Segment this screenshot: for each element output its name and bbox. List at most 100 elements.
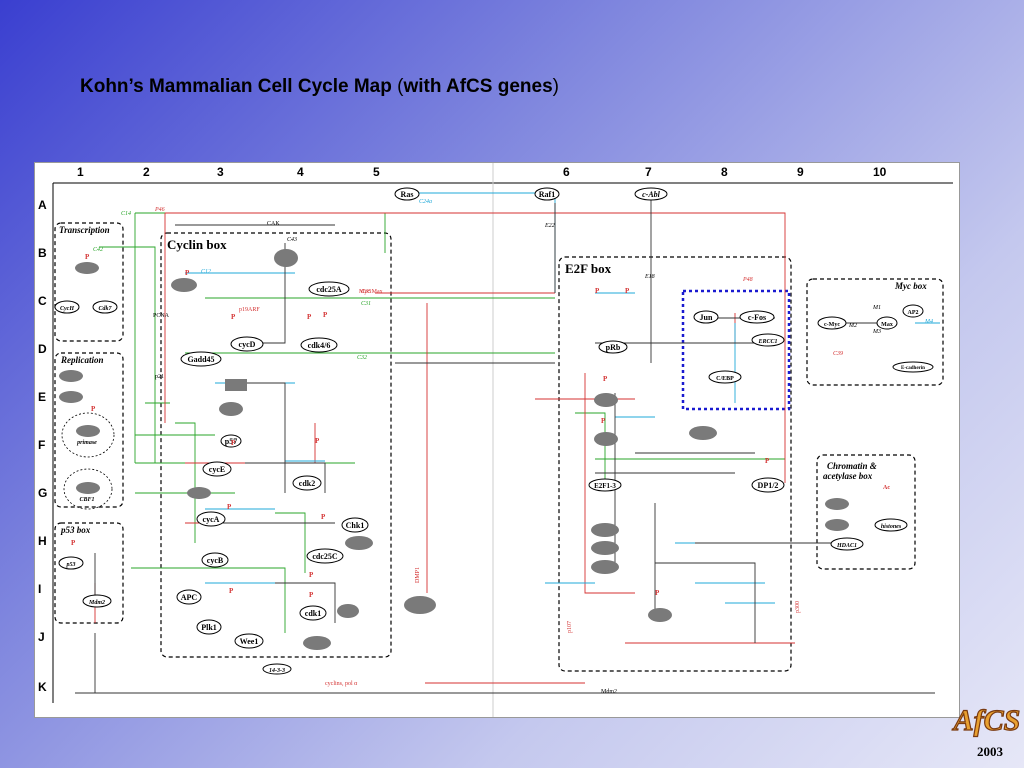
row-j: J <box>38 630 45 644</box>
svg-text:P: P <box>625 287 630 295</box>
node-ap2: AP2 <box>908 310 919 316</box>
node-raf1: Raf1 <box>539 190 555 199</box>
node-p57: p57 <box>225 437 237 446</box>
node-max: Max <box>881 322 893 328</box>
row-i: I <box>38 582 41 596</box>
label-p21: p21 <box>155 374 164 380</box>
p53box-title: p53 box <box>60 525 91 535</box>
label-p19arf: p19ARF <box>239 307 260 313</box>
node-cabl: c-Abl <box>642 190 661 199</box>
node-mdm2: Mdm2 <box>88 600 105 606</box>
node-wee1: Wee1 <box>240 637 259 646</box>
col-10: 10 <box>873 165 887 179</box>
node-cyca: cycA <box>203 515 220 524</box>
svg-text:P: P <box>91 405 96 413</box>
svg-text:P: P <box>321 513 326 521</box>
label-m1: M1 <box>872 305 881 311</box>
col-7: 7 <box>645 165 652 179</box>
label-c42: C42 <box>93 246 103 253</box>
svg-text:P: P <box>309 571 314 579</box>
label-c12: C12 <box>201 269 211 275</box>
label-mycmax: Myc:Max <box>359 289 383 295</box>
node-cycb: cycB <box>207 556 224 565</box>
label-p48: P48 <box>742 276 753 283</box>
label-c14: C14 <box>121 210 131 217</box>
svg-text:P: P <box>601 417 606 425</box>
col-5: 5 <box>373 165 380 179</box>
node-chk1: Chk1 <box>346 521 365 530</box>
label-e22: E22 <box>544 223 555 229</box>
col-2: 2 <box>143 165 150 179</box>
label-c31: C31 <box>361 301 371 307</box>
row-a: A <box>38 198 47 212</box>
title-bold: with AfCS genes <box>403 76 553 97</box>
afcs-logo: AfCS <box>951 703 1021 737</box>
slide-title: Kohn’s Mammalian Cell Cycle Map (with Af… <box>80 76 559 98</box>
node-ercc1: ERCC1 <box>757 339 777 345</box>
node-cdk2: cdk2 <box>299 479 315 488</box>
svg-text:P: P <box>229 587 234 595</box>
svg-text:P: P <box>231 313 236 321</box>
col-9: 9 <box>797 165 804 179</box>
label-c24a: C24a <box>419 198 432 205</box>
svg-text:P: P <box>765 457 770 465</box>
label-c39: C39 <box>833 351 843 357</box>
node-dp12: DP1/2 <box>758 481 779 490</box>
node-primase: primase <box>76 440 97 446</box>
svg-text:P: P <box>309 591 314 599</box>
e2f-title: E2F box <box>565 261 612 276</box>
label-m4: M4 <box>924 318 933 325</box>
svg-text:P: P <box>71 539 76 547</box>
label-c32: C32 <box>357 355 367 361</box>
row-d: D <box>38 342 47 356</box>
node-histones: histones <box>881 524 902 530</box>
label-p107: p107 <box>567 621 573 633</box>
label-cyclins-pol: cyclins, pol α <box>325 681 358 687</box>
label-m3: M3 <box>872 329 881 335</box>
chromatin-title-2: acetylase box <box>823 471 873 481</box>
chromatin-box <box>816 454 916 570</box>
label-cak: CAK <box>267 221 280 227</box>
col-1: 1 <box>77 165 84 179</box>
title-paren-close: ) <box>552 76 559 97</box>
node-cdk46: cdk4/6 <box>308 341 331 350</box>
node-cyce: cycE <box>209 465 225 474</box>
node-cmyc: c-Myc <box>824 322 840 328</box>
svg-text:P: P <box>315 437 320 445</box>
svg-text:P: P <box>595 287 600 295</box>
node-e2f13: E2F1-3 <box>594 482 616 490</box>
node-cdc25c: cdc25C <box>312 552 338 561</box>
node-cebp: C/EBP <box>716 376 734 382</box>
row-h: H <box>38 534 47 548</box>
title-main: Kohn’s Mammalian Cell Cycle Map <box>80 76 398 97</box>
year-label: 2003 <box>977 744 1003 759</box>
row-b: B <box>38 246 47 260</box>
node-cbf1: CBF1 <box>79 497 94 503</box>
e2f-box <box>558 256 792 672</box>
node-apc: APC <box>181 593 198 602</box>
node-cycd: cycD <box>239 340 256 349</box>
col-6: 6 <box>563 165 570 179</box>
myc-box <box>806 278 944 386</box>
node-cdk1: cdk1 <box>305 609 321 618</box>
row-g: G <box>38 486 47 500</box>
transcription-title: Transcription <box>59 225 110 235</box>
replication-title: Replication <box>60 355 104 365</box>
row-e: E <box>38 390 46 404</box>
title-paren-open: ( <box>397 76 404 97</box>
node-hdac1: HDAC1 <box>836 543 857 549</box>
label-pcna: PCNA <box>153 313 170 319</box>
svg-text:P: P <box>185 269 190 277</box>
svg-text:P: P <box>307 313 312 321</box>
node-p53: p53 <box>66 562 76 568</box>
myc-title: Myc box <box>894 281 927 291</box>
col-3: 3 <box>217 165 224 179</box>
label-e18: E18 <box>644 274 655 280</box>
svg-text:P: P <box>227 503 232 511</box>
chromatin-title-1: Chromatin & <box>827 461 877 471</box>
svg-text:P: P <box>323 311 328 319</box>
transcription-box <box>54 222 124 342</box>
node-plk1: Plk1 <box>201 623 217 632</box>
row-f: F <box>38 438 45 452</box>
afcs-logo-text: AfCS <box>952 704 1021 737</box>
